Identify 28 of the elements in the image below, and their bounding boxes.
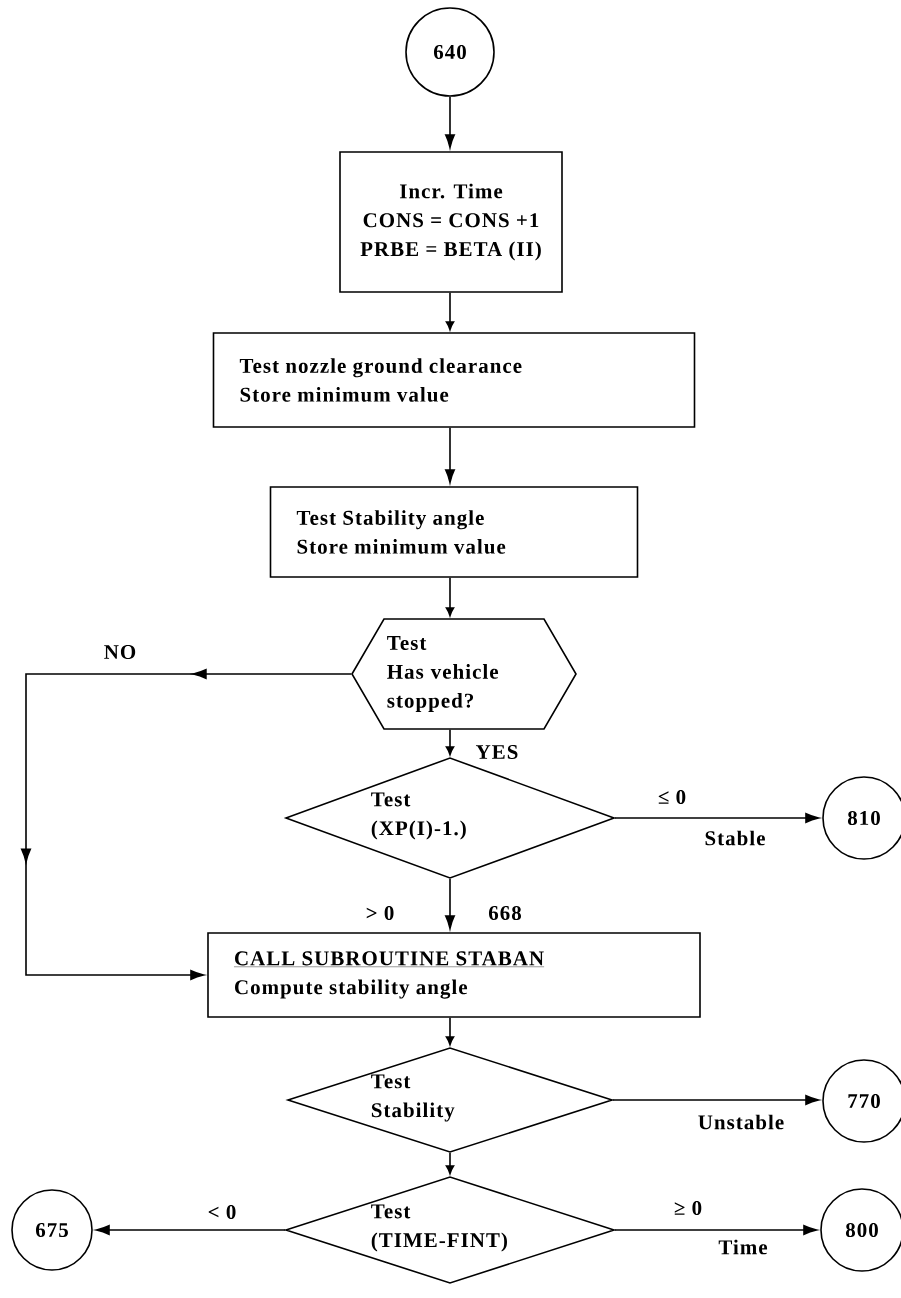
arrow (445, 729, 455, 756)
edge-label: > 0 (366, 905, 394, 921)
arrow (614, 1225, 818, 1235)
arrow (614, 813, 820, 823)
arrow (445, 96, 455, 149)
arrow (445, 577, 455, 617)
edge-label: < 0 (208, 1204, 236, 1220)
process-box: Test Stability angle Store minimum value (269, 486, 639, 578)
arrow (21, 669, 352, 980)
arrow (445, 1017, 455, 1046)
note-label: Stable (705, 830, 765, 846)
edge-label: YES (476, 745, 518, 760)
arrow (612, 1095, 820, 1105)
edge-label: ≤ 0 (658, 789, 686, 805)
note-label: 668 (489, 905, 521, 921)
process-box: Test nozzle ground clearance Store minimum value (212, 332, 696, 428)
process-box: Incr. Time CONS = CONS +1 PRBE = BETA (II) (339, 151, 563, 293)
arrow (445, 878, 455, 930)
edge-label: Unstable (698, 1114, 784, 1130)
arrow (95, 1225, 286, 1235)
edge-label: ≥ 0 (674, 1200, 702, 1216)
edge-label: NO (104, 645, 136, 660)
arrow (445, 1152, 455, 1175)
arrow (445, 292, 455, 331)
decision-hexagon: Test Has vehicle stopped? (351, 618, 577, 730)
process-box: CALL SUBROUTINE STABAN Compute stability angle (207, 932, 701, 1018)
arrow (445, 427, 455, 484)
note-label: Time (718, 1239, 768, 1255)
